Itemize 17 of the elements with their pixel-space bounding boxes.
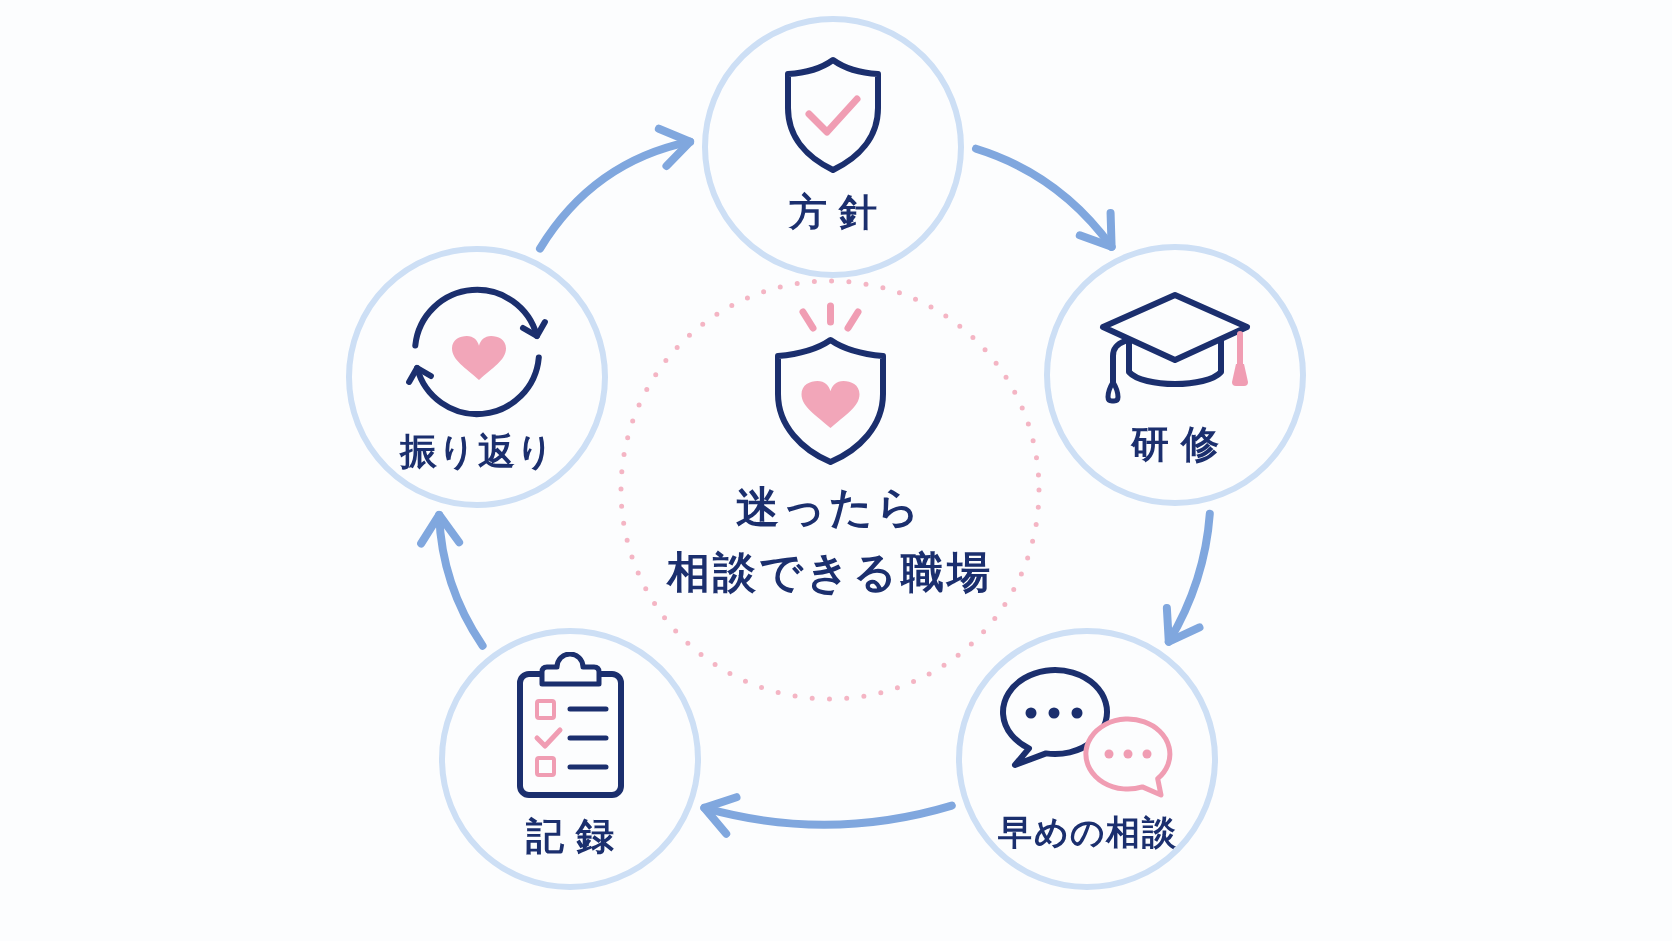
curved-arrow [972,144,1116,251]
step-circle [956,628,1218,890]
dotted-circle [617,277,1043,703]
step-label: 研修 [1129,422,1231,468]
step-label: 早めの相談 [997,812,1178,853]
step-label: 記録 [525,814,626,860]
step-label: 振り返り [398,430,556,475]
step-circle [439,628,701,890]
step-circle [346,246,608,508]
step-circle [702,16,964,278]
curved-arrow [700,792,956,838]
curved-arrow [417,510,487,650]
step-circle [1044,244,1306,506]
step-label: 方針 [787,190,889,236]
curved-arrow [1162,509,1214,646]
curved-arrow [536,125,695,253]
center-title: 迷ったら相談できる職場 [665,481,994,599]
